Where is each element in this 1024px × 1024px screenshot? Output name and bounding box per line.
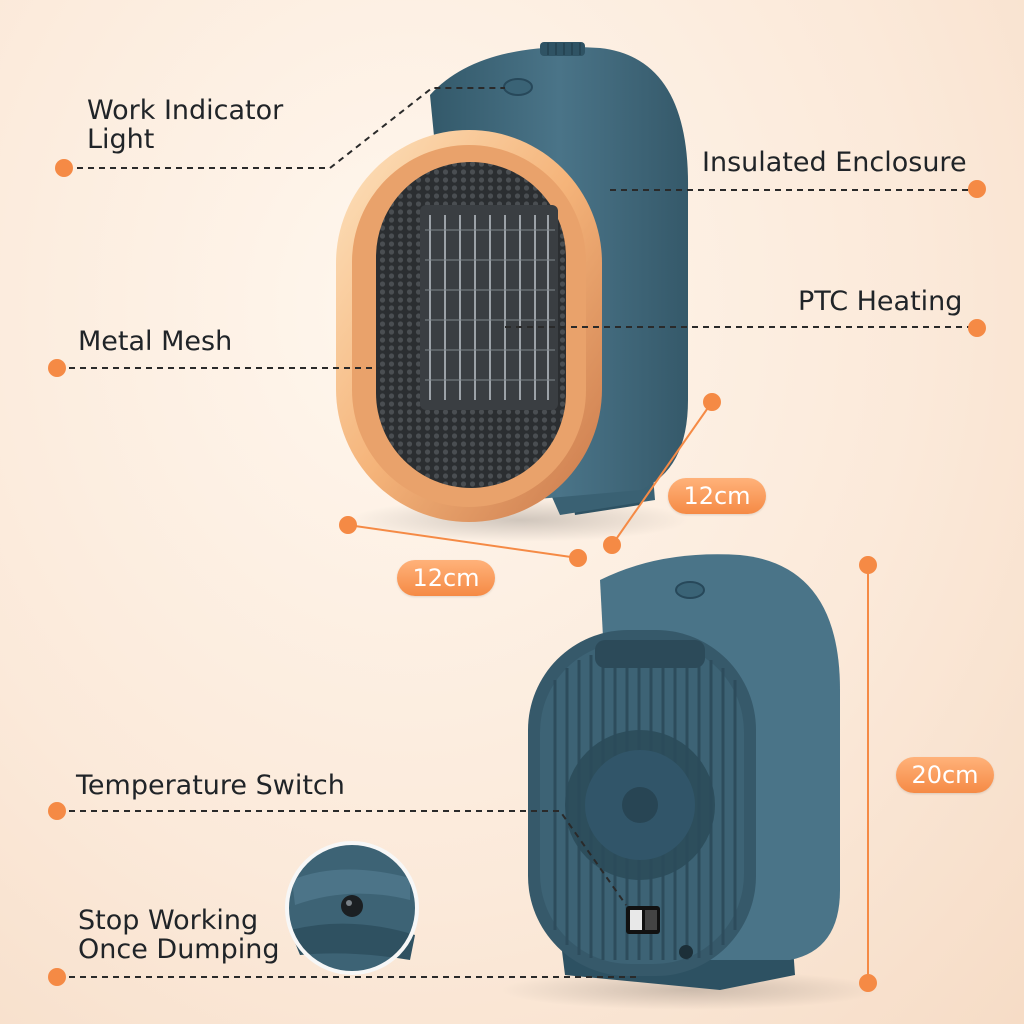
- width-dimension-line: [347, 524, 579, 559]
- ptc-heating-label: PTC Heating: [798, 286, 963, 317]
- width-dimension-badge: 12cm: [397, 560, 495, 596]
- temperature-switch-dot: [48, 802, 66, 820]
- stop-working-label-line1: Stop Working: [78, 905, 259, 936]
- stop-working-dot: [48, 968, 66, 986]
- work-indicator-leader: [66, 87, 505, 169]
- work-indicator-label: Work Indicator Light: [87, 96, 283, 154]
- ptc-heating-dot: [968, 319, 986, 337]
- temperature-switch-label: Temperature Switch: [76, 770, 345, 801]
- temperature-switch-leader: [58, 810, 627, 906]
- metal-mesh-label: Metal Mesh: [78, 326, 233, 357]
- insulated-enclosure-label: Insulated Enclosure: [702, 147, 967, 178]
- stop-working-label: Stop Working Once Dumping: [78, 906, 280, 964]
- height-dimension-badge: 20cm: [896, 757, 994, 793]
- work-indicator-dot: [55, 159, 73, 177]
- front-heater: [336, 42, 690, 542]
- depth-dimension-line: [611, 401, 713, 546]
- tip-over-switch-button: [341, 895, 363, 917]
- metal-mesh-dot: [48, 359, 66, 377]
- work-indicator-light: [503, 78, 533, 96]
- work-indicator-label-line2: Light: [87, 124, 155, 155]
- tip-over-switch-zoom: [285, 841, 419, 975]
- stop-working-label-line2: Once Dumping: [78, 934, 280, 965]
- back-heater: [500, 554, 880, 1010]
- work-indicator-label-line1: Work Indicator: [87, 95, 284, 126]
- depth-dimension-badge: 12cm: [668, 478, 766, 514]
- insulated-enclosure-dot: [968, 180, 986, 198]
